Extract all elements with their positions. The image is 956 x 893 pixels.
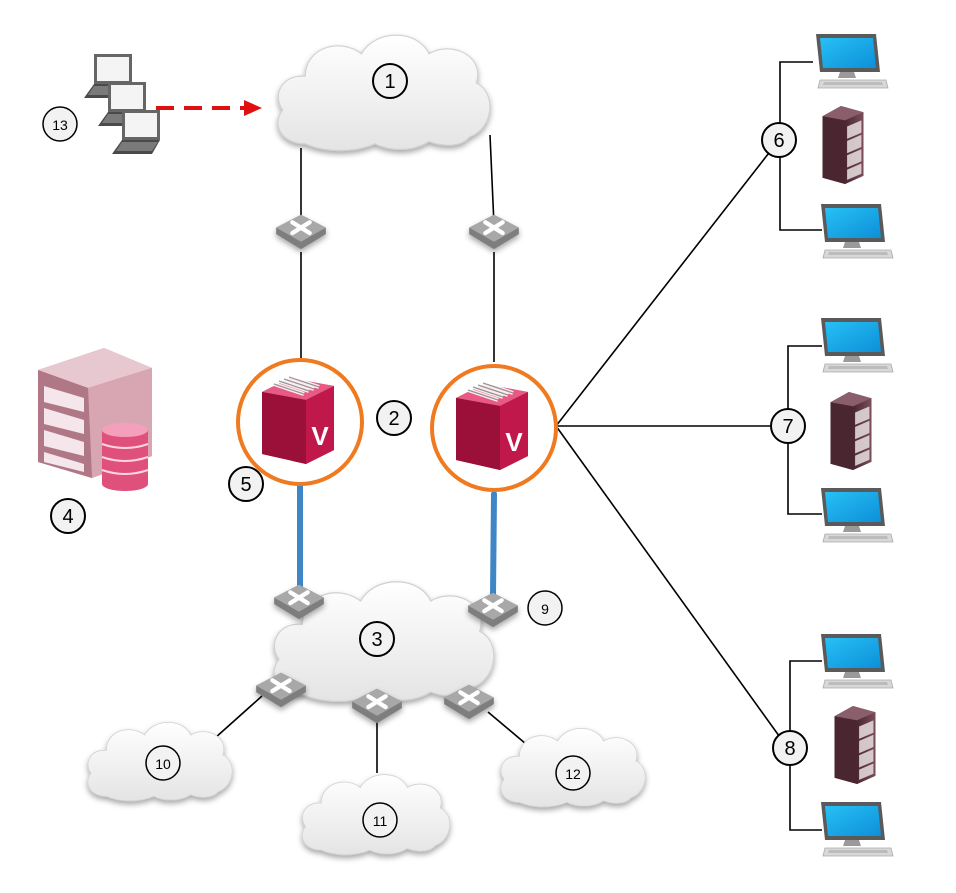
badge-7	[770, 408, 806, 444]
link-appliance-hub6	[555, 139, 780, 427]
appliance-left: V	[236, 358, 364, 486]
badge-1	[372, 63, 408, 99]
database-icon	[101, 423, 149, 491]
appliance-right: V	[430, 364, 558, 492]
link-switch3a-cloud10	[214, 695, 263, 739]
label-4: 4	[62, 506, 73, 528]
box-icon	[262, 375, 334, 464]
storage-server-icon	[38, 348, 152, 491]
badge-10	[145, 745, 181, 781]
badge-6	[761, 122, 797, 158]
label-5: 5	[240, 474, 251, 496]
label-13: 13	[52, 117, 68, 133]
badge-11	[362, 802, 398, 838]
blue-link-right	[490, 491, 497, 599]
badge-9	[527, 590, 563, 626]
monitor-icon	[820, 317, 894, 373]
server-icon	[830, 392, 872, 470]
badge-2	[376, 400, 412, 436]
switch-top-left	[276, 215, 326, 250]
label-9: 9	[541, 601, 549, 617]
monitor-icon	[820, 633, 894, 689]
server-icon	[834, 706, 876, 784]
number-badges	[42, 63, 808, 838]
badge-3	[359, 621, 395, 657]
server-icon	[822, 106, 864, 184]
label-11: 11	[373, 813, 388, 829]
label-12: 12	[565, 766, 581, 782]
link-switch3c-cloud12	[487, 711, 527, 745]
label-6: 6	[773, 130, 784, 152]
red-dashed-arrow	[156, 100, 262, 116]
laptop-group	[84, 54, 160, 154]
appliance-left-letter: V	[311, 421, 329, 451]
appliance-right-letter: V	[505, 427, 523, 457]
badge-5	[228, 466, 264, 502]
switch-top-right	[469, 215, 519, 250]
label-8: 8	[784, 738, 795, 760]
label-3: 3	[371, 629, 382, 651]
badge-8	[772, 730, 808, 766]
link-cloud1-right-switch	[489, 134, 495, 226]
label-10: 10	[155, 756, 171, 772]
box-icon	[456, 381, 528, 470]
label-7: 7	[782, 416, 793, 438]
badge-labels: 1 2 3 4 5 6 7 8 9 10 11 12 13	[52, 71, 795, 829]
monitor-icon	[820, 801, 894, 857]
label-2: 2	[388, 408, 399, 430]
label-1: 1	[384, 71, 395, 93]
monitor-icon	[815, 33, 889, 89]
badge-13	[42, 106, 78, 142]
badge-12	[555, 755, 591, 791]
monitor-icon	[820, 203, 894, 259]
link-appliance-hub8	[555, 425, 783, 741]
blue-links	[297, 483, 497, 599]
monitor-icon	[820, 487, 894, 543]
badge-4	[50, 498, 86, 534]
